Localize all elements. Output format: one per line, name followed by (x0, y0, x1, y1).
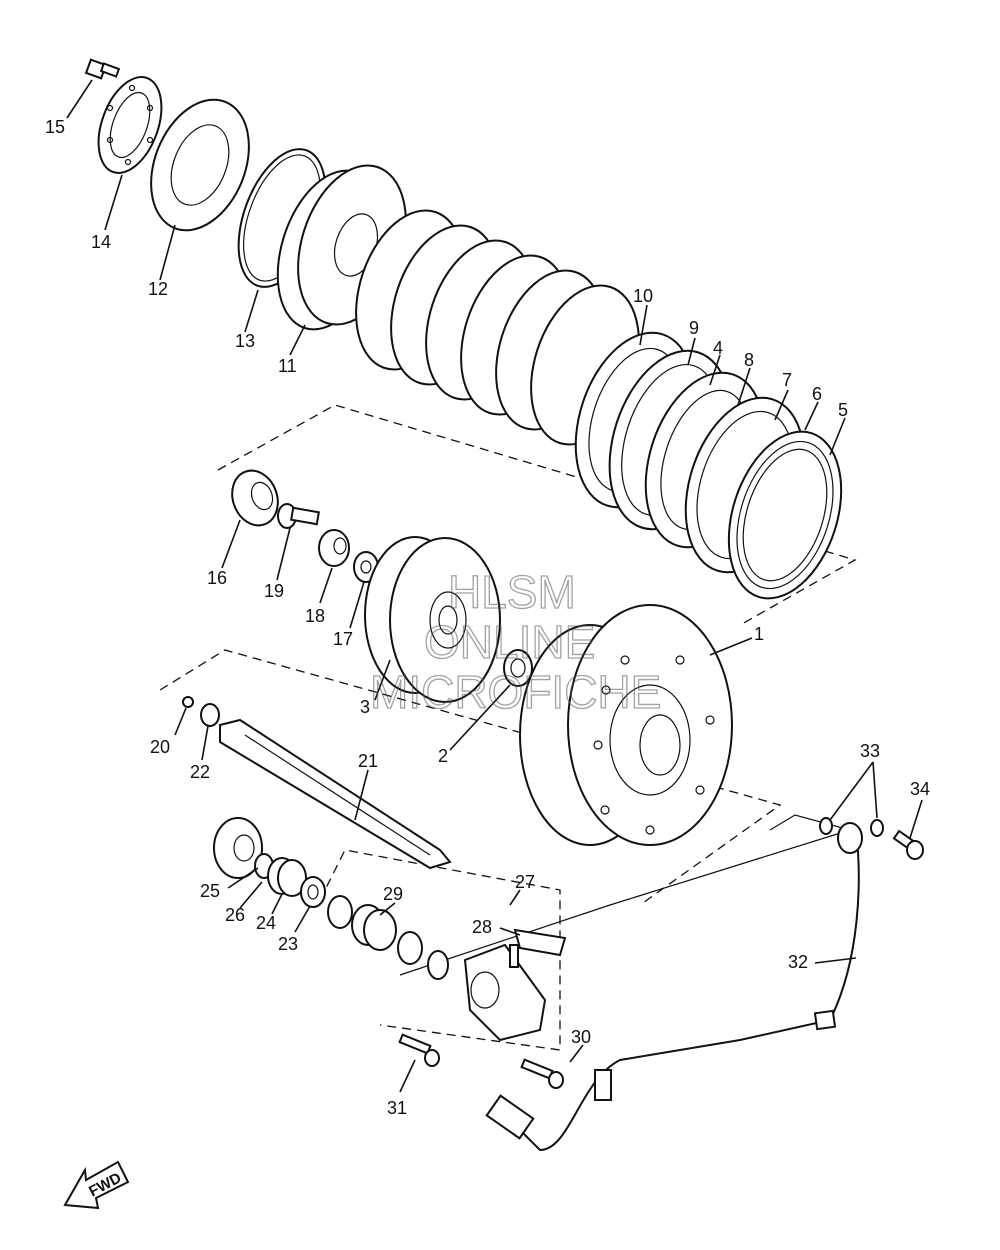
callout-6: 6 (812, 384, 822, 404)
callout-29: 29 (383, 884, 403, 904)
callout-5: 5 (838, 400, 848, 420)
friction-plate-stack (355, 209, 640, 446)
washer-33a (819, 817, 833, 835)
seal-23 (300, 876, 326, 908)
callout-30: 30 (571, 1027, 591, 1047)
banjo-fitting (837, 822, 863, 854)
callout-25: 25 (200, 881, 220, 901)
callout-7: 7 (782, 370, 792, 390)
callout-24: 24 (256, 913, 276, 933)
lower-assembly-outline (159, 649, 782, 906)
callout-13: 13 (235, 331, 255, 351)
callout-9: 9 (689, 318, 699, 338)
callout-labels: 1 2 3 4 5 6 7 8 9 10 11 12 13 14 15 16 1… (45, 117, 930, 1118)
plate-5 (727, 430, 843, 600)
fwd-arrow-icon: FWD (63, 1160, 130, 1210)
slave-cylinder-outline (319, 849, 561, 1051)
plate-14 (97, 76, 163, 174)
slave-cylinder-27 (463, 943, 547, 1042)
watermark: HLSM ONLINE MICROFICHE (369, 565, 662, 718)
bolt-30 (520, 1058, 564, 1089)
nut-18 (318, 529, 350, 567)
callout-23: 23 (278, 934, 298, 954)
bearing-25 (213, 817, 263, 879)
callout-8: 8 (744, 350, 754, 370)
callout-12: 12 (148, 279, 168, 299)
washer-33b (870, 819, 884, 837)
pin-19 (277, 503, 321, 529)
callout-21: 21 (358, 751, 378, 771)
callout-2: 2 (438, 746, 448, 766)
piston-kit-29 (327, 895, 449, 980)
bolt-31 (398, 1033, 440, 1067)
bleeder-28 (509, 928, 567, 968)
callout-31: 31 (387, 1098, 407, 1118)
ball-20 (182, 696, 194, 708)
callout-28: 28 (472, 917, 492, 937)
push-rod-21 (219, 718, 452, 870)
callout-26: 26 (225, 905, 245, 925)
banjo-bolt-34 (892, 829, 924, 860)
callout-19: 19 (264, 581, 284, 601)
bearing-16 (231, 469, 279, 527)
watermark-line-2: ONLINE (424, 616, 595, 668)
callout-32: 32 (788, 952, 808, 972)
callout-3: 3 (360, 697, 370, 717)
callout-10: 10 (633, 286, 653, 306)
clutch-hose-32 (485, 829, 860, 1152)
callout-33: 33 (860, 741, 880, 761)
watermark-line-3: MICROFICHE (370, 666, 661, 718)
leader-lines (66, 79, 923, 1093)
callout-17: 17 (333, 629, 353, 649)
callout-18: 18 (305, 606, 325, 626)
watermark-line-1: HLSM (448, 566, 576, 618)
bolt-15 (84, 58, 121, 80)
clutch-housing-1 (519, 604, 733, 846)
callout-4: 4 (713, 338, 723, 358)
washer-2 (503, 649, 533, 687)
spring-plate-12 (150, 98, 250, 232)
callout-11: 11 (278, 356, 297, 376)
callout-16: 16 (207, 568, 227, 588)
callout-1: 1 (754, 624, 764, 644)
callout-34: 34 (910, 779, 930, 799)
callout-20: 20 (150, 737, 170, 757)
callout-14: 14 (91, 232, 111, 252)
clutch-boss-3 (364, 536, 501, 703)
callout-22: 22 (190, 762, 210, 782)
o-ring-22 (200, 703, 220, 727)
callout-15: 15 (45, 117, 65, 137)
callout-27: 27 (515, 872, 535, 892)
